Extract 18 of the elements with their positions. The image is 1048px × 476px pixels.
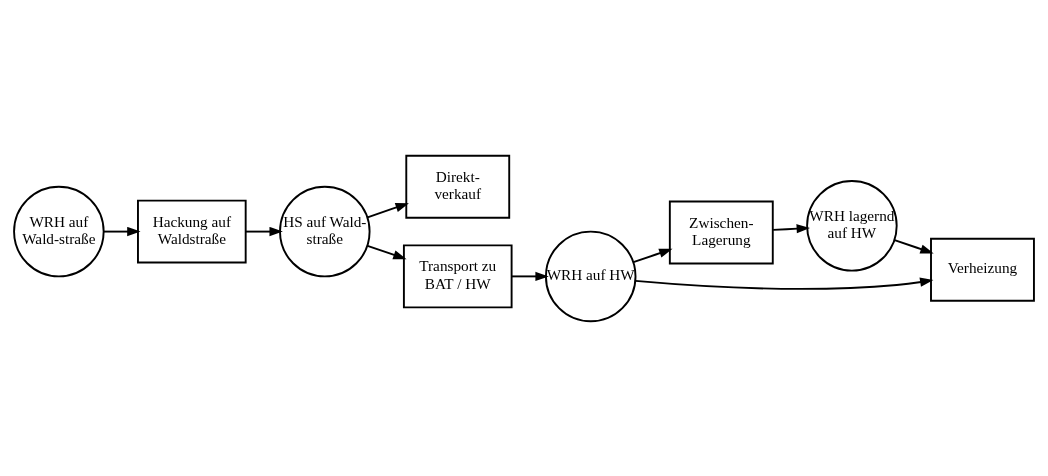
arrow	[510, 271, 549, 281]
arrow	[632, 248, 673, 263]
node-circle: WRH auf Wald-straße	[13, 185, 105, 277]
node-box: Direkt-verkauf	[405, 154, 511, 219]
node-box: Transport zu BAT / HW	[402, 243, 513, 308]
arrow	[772, 223, 810, 233]
node-circle: WRH auf HW	[544, 230, 637, 322]
arrow	[893, 238, 934, 254]
node-circle: WRH lagernd auf HW	[806, 179, 898, 272]
node-box: Zwischen-Lagerung	[668, 200, 774, 264]
arrow	[244, 226, 283, 236]
node-box: Verheizung	[930, 237, 1035, 302]
arrow	[634, 276, 934, 290]
node-circle: HS auf Wald-straße	[279, 185, 371, 277]
node-box: Hackung auf Waldstraße	[137, 199, 247, 264]
arrow	[366, 202, 409, 218]
arrow	[366, 244, 407, 259]
arrow	[102, 226, 141, 236]
